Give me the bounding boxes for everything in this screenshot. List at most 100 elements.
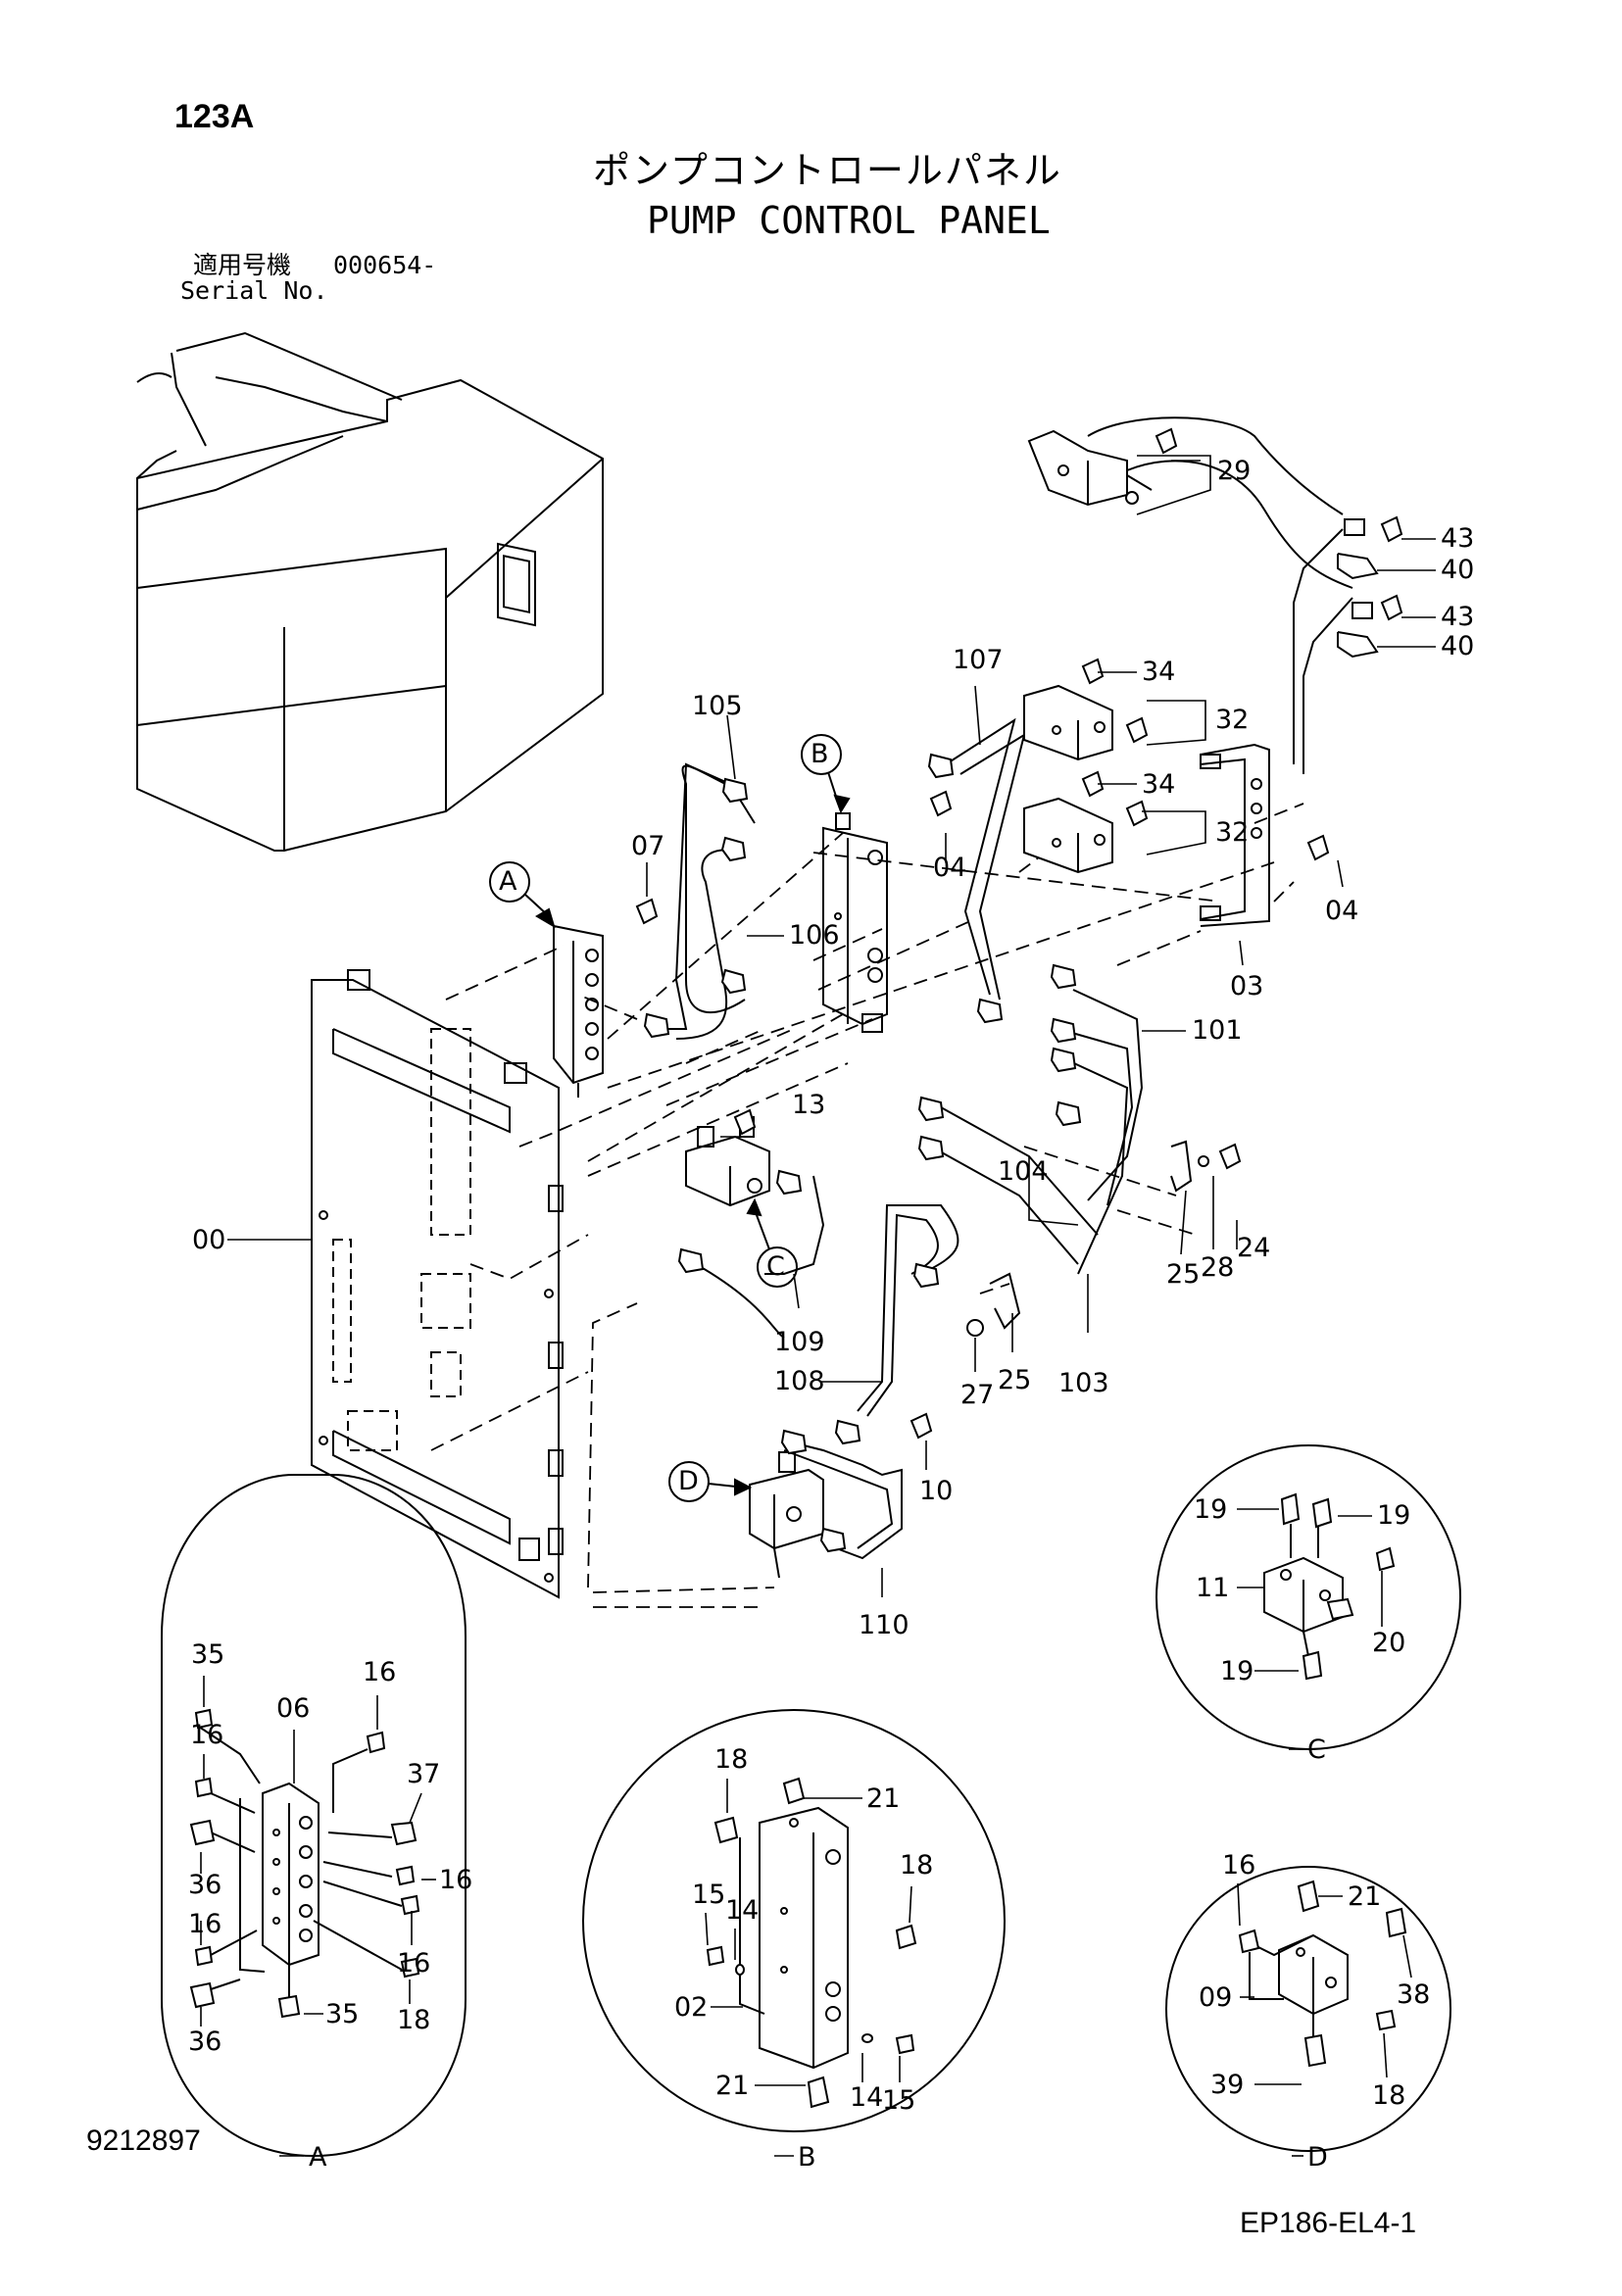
part-label-107: 107: [953, 645, 1004, 675]
detail-a-label-16-left-lower: 16: [188, 1909, 222, 1939]
detail-a-label-36-lower: 36: [188, 2027, 222, 2057]
part-label-28: 28: [1201, 1252, 1235, 1283]
figure-code: EP186-EL4-1: [1240, 2207, 1417, 2239]
detail-c-fittings: [1280, 1492, 1396, 1681]
detail-d-label-21: 21: [1348, 1881, 1382, 1912]
detail-a-label-36-upper: 36: [188, 1870, 222, 1900]
detail-b-label-14-right: 14: [850, 2082, 884, 2113]
part-label-29: 29: [1217, 456, 1252, 486]
detail-a-label-06: 06: [276, 1693, 311, 1724]
detail-frames: [161, 1444, 1461, 2158]
part-label-07: 07: [631, 831, 665, 861]
part-label-110: 110: [859, 1610, 909, 1640]
manifold-a: [553, 924, 604, 1098]
part-label-108: 108: [774, 1366, 825, 1396]
callout-arrows: [523, 771, 851, 1496]
part-label-34-upper: 34: [1142, 657, 1176, 687]
part-label-40-upper: 40: [1441, 555, 1475, 585]
detail-d-block: [1249, 1933, 1349, 2038]
part-label-106: 106: [789, 920, 840, 951]
detail-b-fittings: [706, 1777, 917, 2109]
part-label-40-lower: 40: [1441, 631, 1475, 661]
detail-b-label-21-bottom: 21: [715, 2071, 750, 2101]
callout-circles: [489, 734, 842, 1502]
detail-a-label-16-left-upper: 16: [190, 1720, 224, 1750]
leader-lines: [227, 455, 1436, 1597]
detail-a-name: A: [309, 2142, 327, 2173]
bolts: [635, 427, 1403, 1440]
manifold-b: [822, 812, 888, 1033]
part-label-10: 10: [919, 1476, 954, 1506]
detail-d-label-09: 09: [1199, 1982, 1233, 2013]
page-number: 123A: [174, 98, 255, 135]
control-panel-plate: [311, 969, 564, 1599]
title-english: PUMP CONTROL PANEL: [647, 199, 1051, 242]
part-label-04-right: 04: [1325, 896, 1359, 926]
detail-b-label-21-top: 21: [866, 1783, 901, 1814]
part-label-103: 103: [1058, 1368, 1109, 1398]
detail-a-leaders: [200, 1676, 436, 2157]
callout-letter-b: B: [811, 739, 829, 769]
detail-a-label-16-bottom: 16: [397, 1948, 431, 1978]
detail-c-label-19-bottom: 19: [1220, 1656, 1254, 1686]
part-label-25-center: 25: [998, 1365, 1032, 1395]
part-label-104: 104: [998, 1156, 1049, 1187]
serial-value: 000654-: [333, 251, 437, 279]
detail-b-manifold: [739, 1806, 849, 2070]
block-c: [685, 1116, 770, 1207]
detail-b-label-15-right: 15: [882, 2085, 916, 2116]
machine-cab-outline: [136, 331, 604, 852]
detail-a-label-37: 37: [407, 1759, 441, 1789]
detail-d-label-38: 38: [1397, 1979, 1431, 2010]
title-japanese: ポンプコントロールパネル: [593, 149, 1062, 192]
part-label-32-lower: 32: [1215, 817, 1250, 848]
detail-a-fittings: [189, 1708, 420, 2019]
detail-d-fittings: [1238, 1880, 1407, 2068]
part-label-43-lower: 43: [1441, 602, 1475, 632]
callout-letter-d: D: [678, 1466, 699, 1496]
part-label-101: 101: [1192, 1015, 1243, 1046]
detail-c-label-19-right: 19: [1377, 1500, 1411, 1531]
clamps-40: [1337, 553, 1379, 659]
detail-b-leaders: [705, 1779, 912, 2157]
part-label-109: 109: [774, 1327, 825, 1357]
bracket-03: [1200, 743, 1270, 927]
detail-a-label-16-right: 16: [439, 1865, 473, 1895]
block-d: [749, 1451, 824, 1579]
detail-d-label-39: 39: [1210, 2070, 1245, 2100]
part-label-27: 27: [960, 1380, 995, 1410]
detail-c-name: C: [1307, 1734, 1326, 1765]
detail-a-label-16-top: 16: [363, 1657, 397, 1687]
detail-c-label-20: 20: [1372, 1628, 1406, 1658]
serial-label-english: Serial No.: [180, 276, 328, 305]
detail-c-label-11: 11: [1196, 1573, 1230, 1603]
part-label-24: 24: [1237, 1233, 1271, 1263]
detail-b-label-14-left: 14: [725, 1895, 760, 1926]
detail-a-label-35-top: 35: [191, 1639, 225, 1670]
part-label-00: 00: [192, 1225, 226, 1255]
part-label-25-right: 25: [1166, 1259, 1201, 1290]
part-label-03: 03: [1230, 971, 1264, 1001]
part-label-32-upper: 32: [1215, 705, 1250, 735]
callout-letter-c: C: [766, 1251, 785, 1282]
part-label-13: 13: [792, 1090, 826, 1120]
solenoid-valves: [1023, 684, 1113, 874]
detail-b-label-02: 02: [674, 1992, 709, 2023]
part-label-04-center: 04: [933, 853, 967, 883]
detail-d-leaders: [1237, 1882, 1412, 2157]
part-label-43-upper: 43: [1441, 523, 1475, 554]
detail-a-manifold: [195, 1724, 403, 2004]
callout-letter-a: A: [499, 866, 517, 897]
serial-label-japanese: 適用号機: [193, 251, 292, 279]
solenoid-connector: [1027, 429, 1153, 507]
harness-wires: [1087, 416, 1373, 774]
hose-fittings: [643, 753, 1082, 1553]
detail-d-name: D: [1307, 2142, 1328, 2173]
detail-a-label-18: 18: [397, 2005, 431, 2035]
clamp-25: [989, 1140, 1209, 1330]
detail-b-label-18-right: 18: [900, 1850, 934, 1881]
detail-b-name: B: [798, 2142, 816, 2173]
detail-b-label-15-left: 15: [692, 1880, 726, 1910]
detail-c-label-19-left: 19: [1194, 1494, 1228, 1525]
